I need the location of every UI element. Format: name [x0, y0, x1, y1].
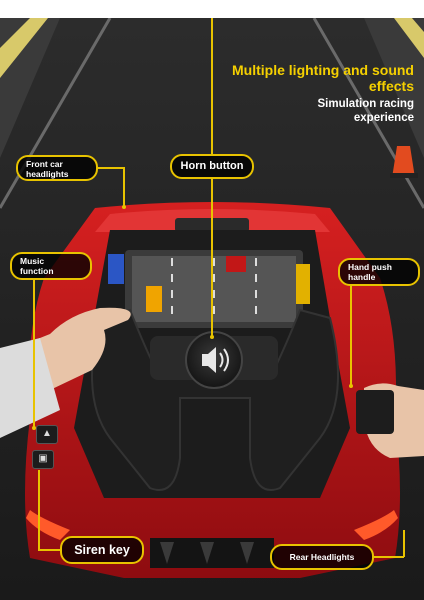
- leader-line: [373, 556, 404, 558]
- siren-key-label: Siren key: [74, 543, 130, 557]
- siren-icon[interactable]: ▲: [36, 425, 58, 444]
- horn-button-label: Horn button: [180, 160, 244, 172]
- front-headlights-line-2: headlights: [26, 169, 69, 179]
- leader-dot: [122, 205, 126, 209]
- hand-push-handle-line-1: Hand push: [348, 262, 392, 272]
- leader-dot: [210, 335, 214, 339]
- leader-line: [211, 18, 213, 154]
- headline-line-2: effects: [368, 78, 414, 94]
- subheadline-line-2: experience: [353, 112, 414, 124]
- rear-headlights-label: Rear Headlights: [289, 552, 355, 562]
- subheadline-line-1: Simulation racing: [317, 98, 415, 110]
- front-headlights-line-1: Front car: [26, 159, 63, 169]
- car-icon[interactable]: ▣: [32, 450, 54, 469]
- callout-horn-button: Horn button: [170, 154, 254, 179]
- leader-line: [350, 286, 352, 386]
- leader-line: [38, 549, 60, 551]
- kids-ride-on-car-photo: [0, 18, 424, 600]
- headline-line-1: Multiple lighting and sound: [232, 62, 414, 78]
- leader-line: [211, 179, 213, 337]
- music-function-line-1: Music: [20, 256, 45, 266]
- music-function-line-2: function: [20, 266, 54, 276]
- leader-line: [38, 470, 40, 550]
- speaker-icon: [202, 347, 229, 373]
- callout-siren-key: Siren key: [60, 536, 144, 564]
- leader-line: [123, 167, 125, 207]
- leader-line: [403, 530, 405, 557]
- callout-rear-headlights: Rear Headlights: [270, 544, 374, 570]
- feature-subheadline: Simulation racing experience: [214, 97, 415, 125]
- leader-line: [97, 167, 124, 169]
- feature-headline: Multiple lighting and sound effects: [154, 62, 414, 94]
- leader-dot: [349, 384, 353, 388]
- callout-music-function: Music function: [10, 252, 92, 280]
- leader-dot: [32, 426, 36, 430]
- callout-hand-push-handle: Hand push handle: [338, 258, 420, 286]
- leader-line: [33, 280, 35, 428]
- callout-front-headlights: Front car headlights: [16, 155, 98, 181]
- hand-push-handle-line-2: handle: [348, 272, 376, 282]
